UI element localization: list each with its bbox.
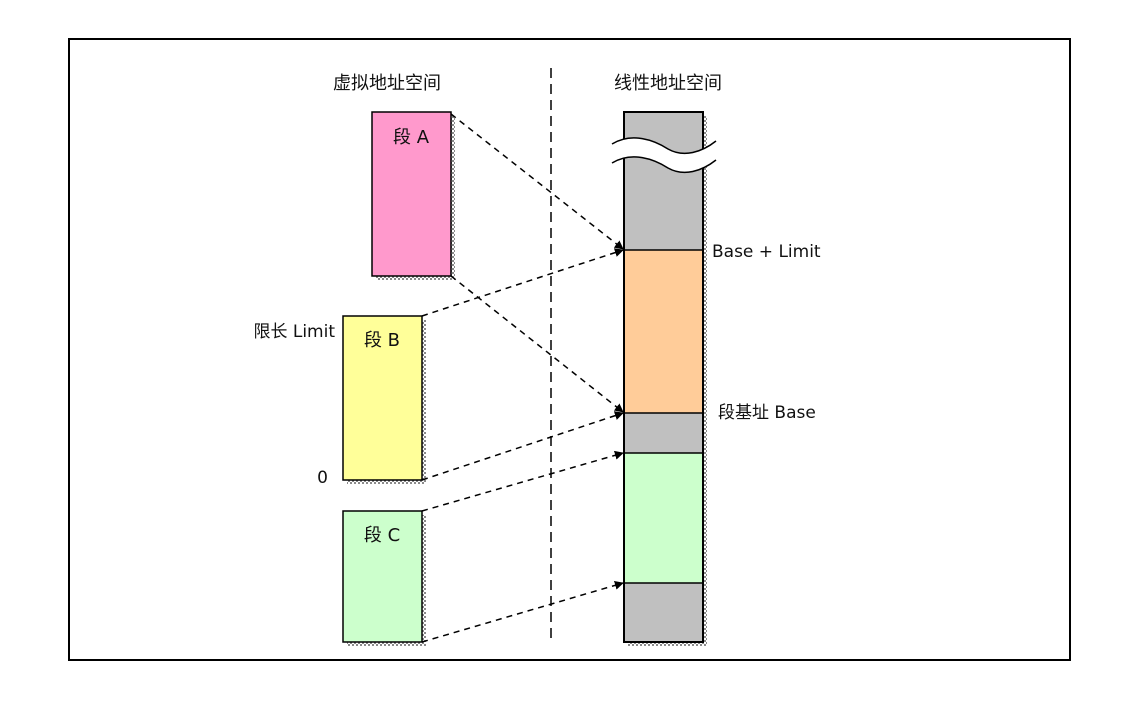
segment-c-box [342, 510, 423, 643]
arrow-segment-b-limit [421, 248, 624, 317]
linear-space-title: 线性地址空间 [614, 73, 722, 94]
break-symbol-top-wave [611, 137, 717, 155]
segment-b-label: 段 B [364, 330, 400, 351]
diagram-frame [68, 38, 1071, 661]
arrow-segment-b-base [421, 411, 624, 481]
segment-b-box [342, 315, 423, 481]
break-symbol-fill [612, 137, 716, 173]
segment-c-label: 段 C [364, 525, 400, 546]
limit-label: 限长 Limit [253, 322, 335, 342]
unmapped-region-top [624, 112, 703, 250]
base-plus-limit-label: Base + Limit [712, 242, 821, 262]
segment-a-label: 段 A [393, 127, 430, 148]
arrow-segment-a-bottom [450, 275, 624, 413]
break-symbol-bottom-wave [611, 156, 717, 174]
zero-label: 0 [317, 468, 328, 488]
linear-column-outline [623, 111, 704, 643]
arrow-segment-c-top [421, 450, 624, 512]
segment-a-box [371, 111, 452, 277]
arrow-segment-a-top [450, 113, 624, 250]
mapped-region-segment-b [624, 250, 703, 413]
unmapped-region-bottom [624, 583, 703, 642]
virtual-space-title: 虚拟地址空间 [333, 73, 441, 94]
arrow-segment-c-bottom [421, 580, 624, 643]
segment-base-label: 段基址 Base [718, 403, 816, 423]
mapped-region-segment-c [624, 453, 703, 583]
unmapped-region-middle [624, 413, 703, 453]
